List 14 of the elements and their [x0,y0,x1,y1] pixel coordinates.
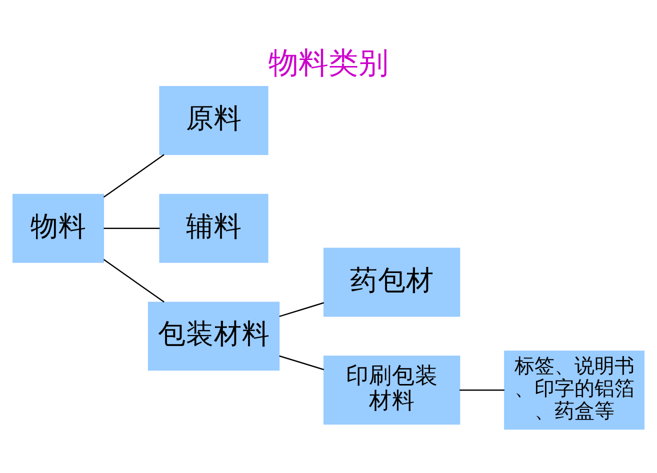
node-box: 标签、说明书、印字的铝箔、药盒等 [504,350,644,430]
diagram-title: 物料类别 [268,46,388,82]
connector [279,355,324,370]
connector [460,389,504,391]
node-box: 原料 [159,86,268,155]
node-box: 药包材 [323,248,460,317]
node-box: 印刷包装材料 [323,356,460,425]
connector [104,228,160,229]
node-box: 辅料 [159,194,268,263]
node-box: 包装材料 [148,302,280,371]
connector [103,259,164,303]
connector [279,302,324,318]
connector [103,154,164,198]
node-box: 物料 [12,194,104,263]
